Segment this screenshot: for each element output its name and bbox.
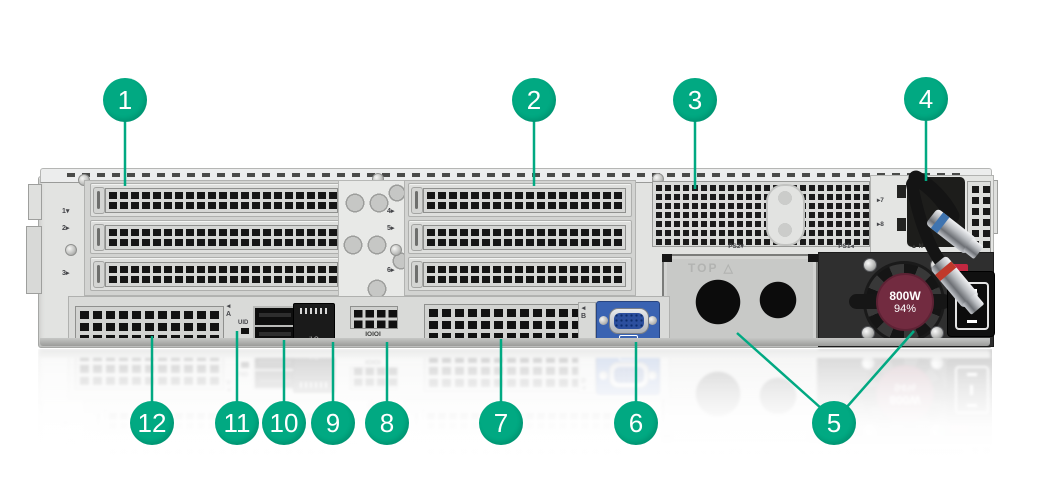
center-blank-plate bbox=[338, 180, 410, 298]
ocp-slot-blank bbox=[424, 304, 580, 344]
grille-handle bbox=[766, 184, 805, 246]
slot-vent-grille bbox=[423, 225, 626, 250]
slot-bracket bbox=[93, 187, 105, 214]
lock-marking: ▲ N bbox=[911, 244, 923, 250]
psu-vent-grille bbox=[652, 181, 870, 247]
slot-vent-grille bbox=[105, 225, 338, 250]
serial-port bbox=[350, 306, 398, 329]
slot-bracket bbox=[93, 224, 105, 251]
callout-11: 11 bbox=[215, 401, 259, 445]
pcie-slot-4-cover bbox=[408, 183, 632, 217]
server-rear-panel: 1▾ 2▸ 3▸ 4▸ 5▸ 6▸ bbox=[26, 168, 998, 348]
slot-vent-grille bbox=[105, 188, 338, 213]
ps1-label: PS1◂ bbox=[838, 243, 854, 250]
callout-1: 1 bbox=[103, 78, 147, 122]
screw bbox=[390, 244, 402, 256]
vga-dsub-connector bbox=[609, 308, 649, 334]
slot-8-label: ▸8 bbox=[877, 221, 884, 228]
callout-3: 3 bbox=[673, 78, 717, 122]
chassis-bottom-edge bbox=[40, 338, 990, 346]
callout-12: 12 bbox=[130, 401, 174, 445]
slot-bracket bbox=[411, 187, 423, 214]
slot-6-label: 6▸ bbox=[387, 267, 395, 274]
slot-bracket bbox=[411, 261, 423, 288]
uid-label: UID bbox=[238, 320, 249, 326]
callout-6: 6 bbox=[614, 401, 658, 445]
slot-bracket bbox=[93, 261, 105, 288]
slot-7-latch bbox=[897, 185, 906, 198]
ps2-bay-blank: TOP △ bbox=[662, 254, 818, 346]
notch bbox=[808, 254, 818, 262]
c14-connector bbox=[955, 282, 989, 330]
ps1-power-supply: 800W 94% bbox=[818, 252, 995, 347]
callout-4: 4 bbox=[904, 77, 948, 121]
psu-wattage: 800W bbox=[889, 289, 921, 303]
vga-screw bbox=[599, 316, 608, 325]
callout-7: 7 bbox=[479, 401, 523, 445]
screw bbox=[65, 244, 77, 256]
pcie-slot-3-cover bbox=[90, 257, 344, 291]
left-ear-tab bbox=[28, 184, 42, 220]
slot-5-label: 5▸ bbox=[387, 225, 395, 232]
slot-bracket bbox=[411, 224, 423, 251]
serial-port-label: IOIOI bbox=[365, 331, 381, 338]
slot-4-label: 4▸ bbox=[387, 208, 395, 215]
pcie-slot-6-cover bbox=[408, 257, 632, 291]
top-marking: TOP △ bbox=[688, 261, 735, 275]
left-ear-latch bbox=[26, 226, 42, 294]
callout-9: 9 bbox=[311, 401, 355, 445]
vga-screw bbox=[648, 316, 657, 325]
slot-3-label: 3▸ bbox=[62, 270, 70, 277]
slot-7-label: ▸7 bbox=[877, 197, 884, 204]
right-vent-column bbox=[967, 181, 991, 263]
top-vent-dashes bbox=[67, 173, 965, 177]
callout-8: 8 bbox=[365, 401, 409, 445]
psu-status-led bbox=[937, 261, 945, 269]
notch bbox=[662, 254, 672, 262]
vga-port bbox=[596, 301, 660, 345]
slot-vent-grille bbox=[105, 262, 338, 287]
designator-b-label: ◂ B bbox=[581, 305, 587, 320]
rear-vent-grille bbox=[75, 306, 224, 344]
callout-10: 10 bbox=[262, 401, 306, 445]
usb-port-1 bbox=[253, 306, 297, 327]
designator-a-label: ◂ A bbox=[226, 303, 232, 318]
uid-led bbox=[241, 328, 249, 334]
ps2-label: PS2▾ bbox=[728, 243, 744, 250]
psu-efficiency: 94% bbox=[893, 303, 917, 315]
slot-vent-grille bbox=[423, 262, 626, 287]
slot-vent-grille bbox=[423, 188, 626, 213]
pcie-slot-5-cover bbox=[408, 220, 632, 254]
coolant-tube-bezel bbox=[907, 177, 965, 247]
slot-1-label: 1▾ bbox=[62, 208, 70, 215]
screw bbox=[863, 258, 877, 272]
slot-8-latch bbox=[897, 218, 906, 231]
vga-pin-field bbox=[614, 313, 644, 329]
pcie-slot-2-cover bbox=[90, 220, 344, 254]
callout-5: 5 bbox=[812, 401, 856, 445]
right-rear-panel: ▸7 ▸8 ▲ N bbox=[870, 175, 994, 263]
psu-rating-badge: 800W 94% bbox=[876, 273, 934, 331]
slot-2-label: 2▸ bbox=[62, 225, 70, 232]
callout-2: 2 bbox=[512, 78, 556, 122]
power-inlet bbox=[947, 271, 995, 337]
pcie-slot-1-cover bbox=[90, 183, 344, 217]
rj45-pins bbox=[300, 308, 328, 314]
